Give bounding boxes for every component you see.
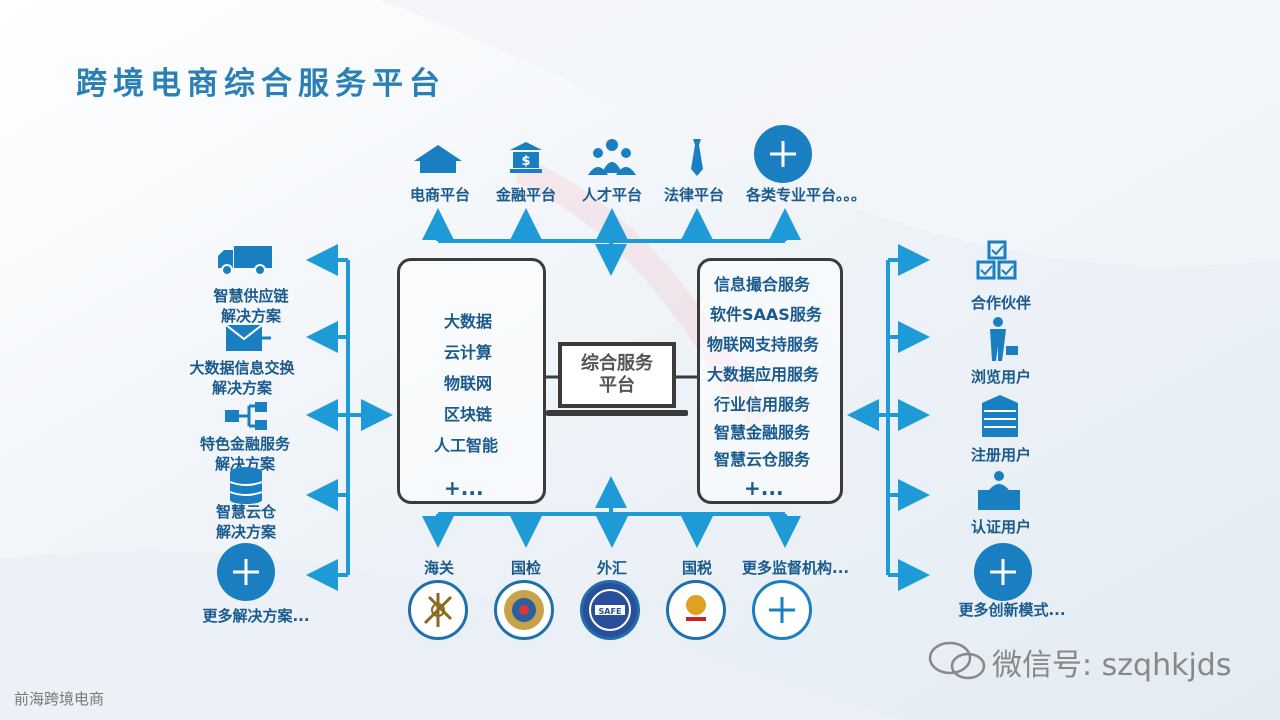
service-item-5: 智慧金融服务 (714, 423, 811, 442)
businessman-icon (990, 317, 1018, 361)
right-label-0: 合作伙伴 (970, 294, 1031, 312)
wechat-id: 微信号: szqhkjds (992, 648, 1232, 683)
bottom-label-3: 国税 (681, 559, 712, 577)
top-label-4: 各类专业平台。。。 (746, 186, 867, 204)
center-platform: 综合服务 平台 (558, 342, 676, 408)
page-title: 跨境电商综合服务平台 (76, 66, 446, 102)
top-label-0: 电商平台 (409, 186, 470, 204)
svg-text:SAFE: SAFE (599, 607, 622, 616)
left-label-4: 更多解决方案... (202, 607, 310, 625)
top-label-1: 金融平台 (495, 186, 556, 204)
laptop-base (546, 410, 688, 416)
bottom-label-2: 外汇 (596, 559, 627, 577)
plus-icon[interactable] (974, 543, 1032, 601)
left-label-1: 大数据信息交换 解决方案 (180, 358, 304, 398)
service-item-2: 物联网支持服务 (707, 335, 820, 354)
tech-item-0: 大数据 (444, 312, 493, 331)
right-label-2: 注册用户 (970, 446, 1031, 464)
tech-item-4: 人工智能 (434, 436, 499, 455)
bottom-label-0: 海关 (423, 559, 454, 577)
tech-item-3: 区块链 (444, 405, 493, 424)
service-item-6: 智慧云仓服务 (714, 450, 811, 469)
service-item-0: 信息撮合服务 (714, 275, 811, 294)
left-label-2: 特色金融服务 解决方案 (190, 434, 300, 474)
service-item-1: 软件SAAS服务 (710, 305, 822, 324)
right-label-1: 浏览用户 (970, 368, 1031, 386)
service-item-4: 行业信用服务 (714, 395, 811, 414)
left-label-3-text: 智慧云仓 解决方案 (215, 503, 276, 541)
tie-icon (691, 139, 703, 176)
database-icon (229, 467, 263, 504)
plus-icon[interactable] (754, 125, 812, 183)
inspection-seal-icon (494, 580, 554, 640)
people-icon (588, 139, 636, 175)
bottom-label-4: 更多监督机构... (742, 559, 850, 577)
bottom-label-1: 国检 (510, 559, 541, 577)
house-icon (414, 145, 462, 173)
bank-icon: $ (510, 142, 542, 173)
left-label-0-text: 智慧供应链 解决方案 (213, 287, 289, 325)
boxes-icon (976, 240, 1017, 280)
tax-seal-icon (666, 580, 726, 640)
tech-item-more: +... (444, 476, 484, 500)
left-label-1-text: 大数据信息交换 解决方案 (189, 359, 295, 397)
left-label-3: 智慧云仓 解决方案 (196, 502, 296, 542)
svg-text:$: $ (521, 154, 530, 169)
tech-item-1: 云计算 (444, 343, 493, 362)
mail-icon (225, 324, 271, 351)
service-item-3: 大数据应用服务 (707, 365, 820, 384)
tech-item-2: 物联网 (444, 374, 493, 393)
left-label-2-text: 特色金融服务 解决方案 (199, 435, 290, 473)
right-label-3: 认证用户 (970, 518, 1031, 536)
left-label-0: 智慧供应链 解决方案 (196, 286, 306, 326)
network-icon (225, 402, 267, 430)
plus-icon[interactable] (217, 543, 275, 601)
truck-icon (218, 246, 272, 276)
service-box (697, 258, 843, 504)
wechat-icon (928, 641, 986, 680)
desk-user-icon (978, 471, 1020, 510)
watermark: 前海跨境电商 (14, 690, 105, 708)
building-icon (982, 395, 1018, 437)
service-item-more: +... (744, 476, 784, 500)
plus-icon[interactable] (752, 580, 812, 640)
center-label-line2: 平台 (599, 375, 635, 396)
center-label-line1: 综合服务 (581, 353, 653, 374)
safe-seal-icon: SAFE (580, 580, 640, 640)
top-label-3: 法律平台 (663, 186, 724, 204)
right-label-4: 更多创新模式... (958, 601, 1066, 619)
tech-box (397, 258, 546, 504)
top-label-2: 人才平台 (581, 186, 642, 204)
customs-seal-icon (408, 580, 468, 640)
